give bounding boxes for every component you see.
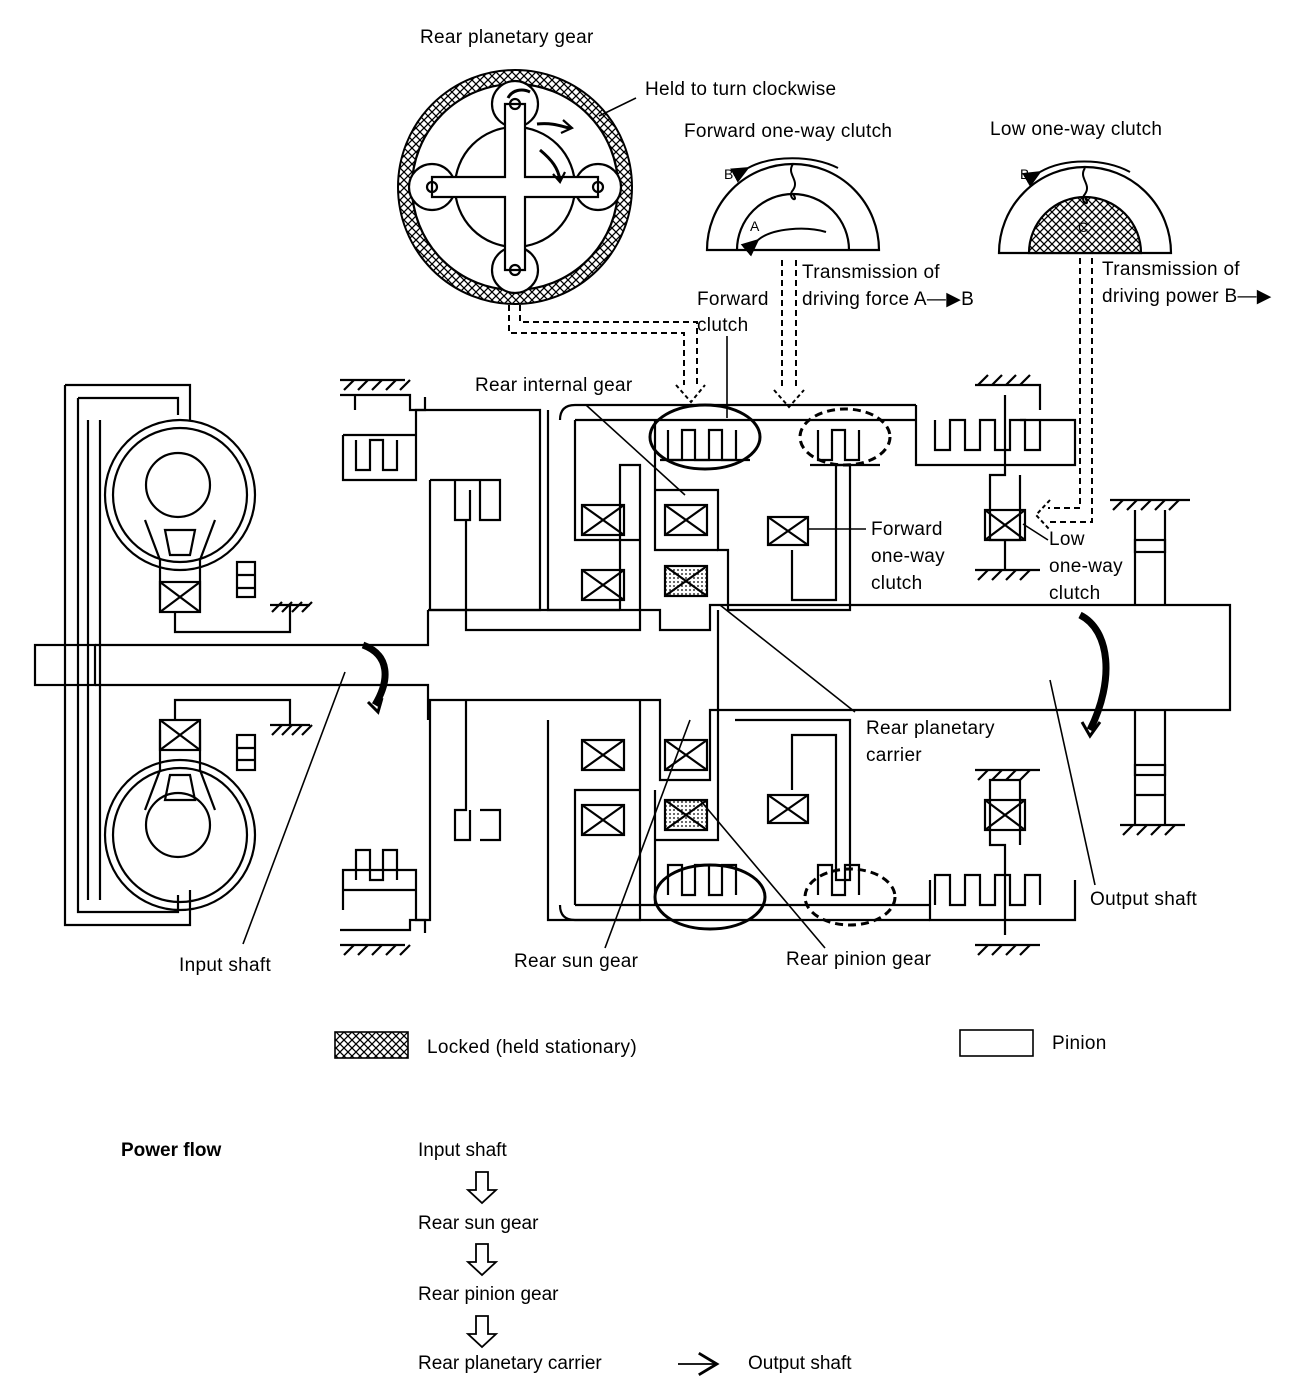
power-flow-step-4: Rear planetary carrier bbox=[418, 1353, 602, 1374]
power-flow-arrows bbox=[465, 1171, 720, 1377]
label-rear-planetary-carrier-line1: Rear planetary bbox=[866, 718, 995, 739]
legend-locked-label: Locked (held stationary) bbox=[427, 1037, 637, 1058]
forward-clutch-highlight-lower bbox=[653, 863, 767, 931]
power-flow-title: Power flow bbox=[121, 1140, 222, 1161]
label-low-one-way-line2: one-way bbox=[1049, 556, 1123, 577]
label-low-one-way-clutch-title: Low one-way clutch bbox=[990, 119, 1163, 140]
legend-locked-swatch bbox=[334, 1031, 409, 1059]
lower-drum bbox=[340, 700, 1077, 956]
power-flow-step-3: Rear pinion gear bbox=[418, 1284, 559, 1305]
label-rear-planetary-gear: Rear planetary gear bbox=[420, 27, 594, 48]
label-input-shaft: Input shaft bbox=[179, 955, 272, 976]
label-rear-planetary-carrier-line2: carrier bbox=[866, 745, 922, 766]
label-held-clockwise: Held to turn clockwise bbox=[645, 79, 837, 100]
label-transmission-force-line2: driving force A—▶B bbox=[802, 289, 975, 310]
rear-planetary-gear-figure bbox=[397, 69, 633, 305]
forward-clutch-letter-a: A bbox=[750, 218, 760, 234]
label-rear-internal-gear: Rear internal gear bbox=[475, 375, 633, 396]
forward-one-way-clutch-figure bbox=[705, 157, 881, 257]
power-flow-step-2: Rear sun gear bbox=[418, 1213, 539, 1234]
label-forward-clutch-line2: clutch bbox=[697, 315, 749, 336]
label-low-one-way-line3: clutch bbox=[1049, 583, 1101, 604]
torque-converter bbox=[33, 383, 313, 927]
low-one-way-clutch-figure bbox=[997, 160, 1173, 255]
output-shaft bbox=[428, 498, 1232, 836]
low-clutch-letter-b: B bbox=[1020, 166, 1029, 182]
power-flow-final: Output shaft bbox=[748, 1353, 852, 1374]
label-forward-one-way-line2: one-way bbox=[871, 546, 945, 567]
low-clutch-letter-c: C bbox=[1078, 219, 1088, 235]
legend-pinion-label: Pinion bbox=[1052, 1033, 1107, 1054]
label-forward-clutch-line1: Forward bbox=[697, 289, 769, 310]
dashed-flow-arrows bbox=[508, 258, 1093, 523]
label-forward-one-way-line3: clutch bbox=[871, 573, 923, 594]
input-shaft bbox=[95, 610, 430, 720]
label-output-shaft: Output shaft bbox=[1090, 889, 1198, 910]
label-forward-one-way-line1: Forward bbox=[871, 519, 943, 540]
label-transmission-power-line1: Transmission of bbox=[1102, 259, 1240, 280]
power-flow-step-1: Input shaft bbox=[418, 1140, 507, 1161]
legend-pinion-swatch bbox=[959, 1029, 1034, 1057]
label-transmission-power-line2: driving power B—▶ bbox=[1102, 286, 1272, 307]
label-transmission-force-line1: Transmission of bbox=[802, 262, 940, 283]
label-low-one-way-line1: Low bbox=[1049, 529, 1085, 550]
forward-clutch-highlight-upper bbox=[648, 403, 762, 471]
label-rear-sun-gear: Rear sun gear bbox=[514, 951, 639, 972]
label-forward-one-way-clutch-title: Forward one-way clutch bbox=[684, 121, 893, 142]
forward-clutch-letter-b: B bbox=[724, 166, 733, 182]
label-rear-pinion-gear: Rear pinion gear bbox=[786, 949, 932, 970]
leader-lines bbox=[242, 336, 1096, 949]
upper-drum bbox=[340, 374, 1077, 632]
